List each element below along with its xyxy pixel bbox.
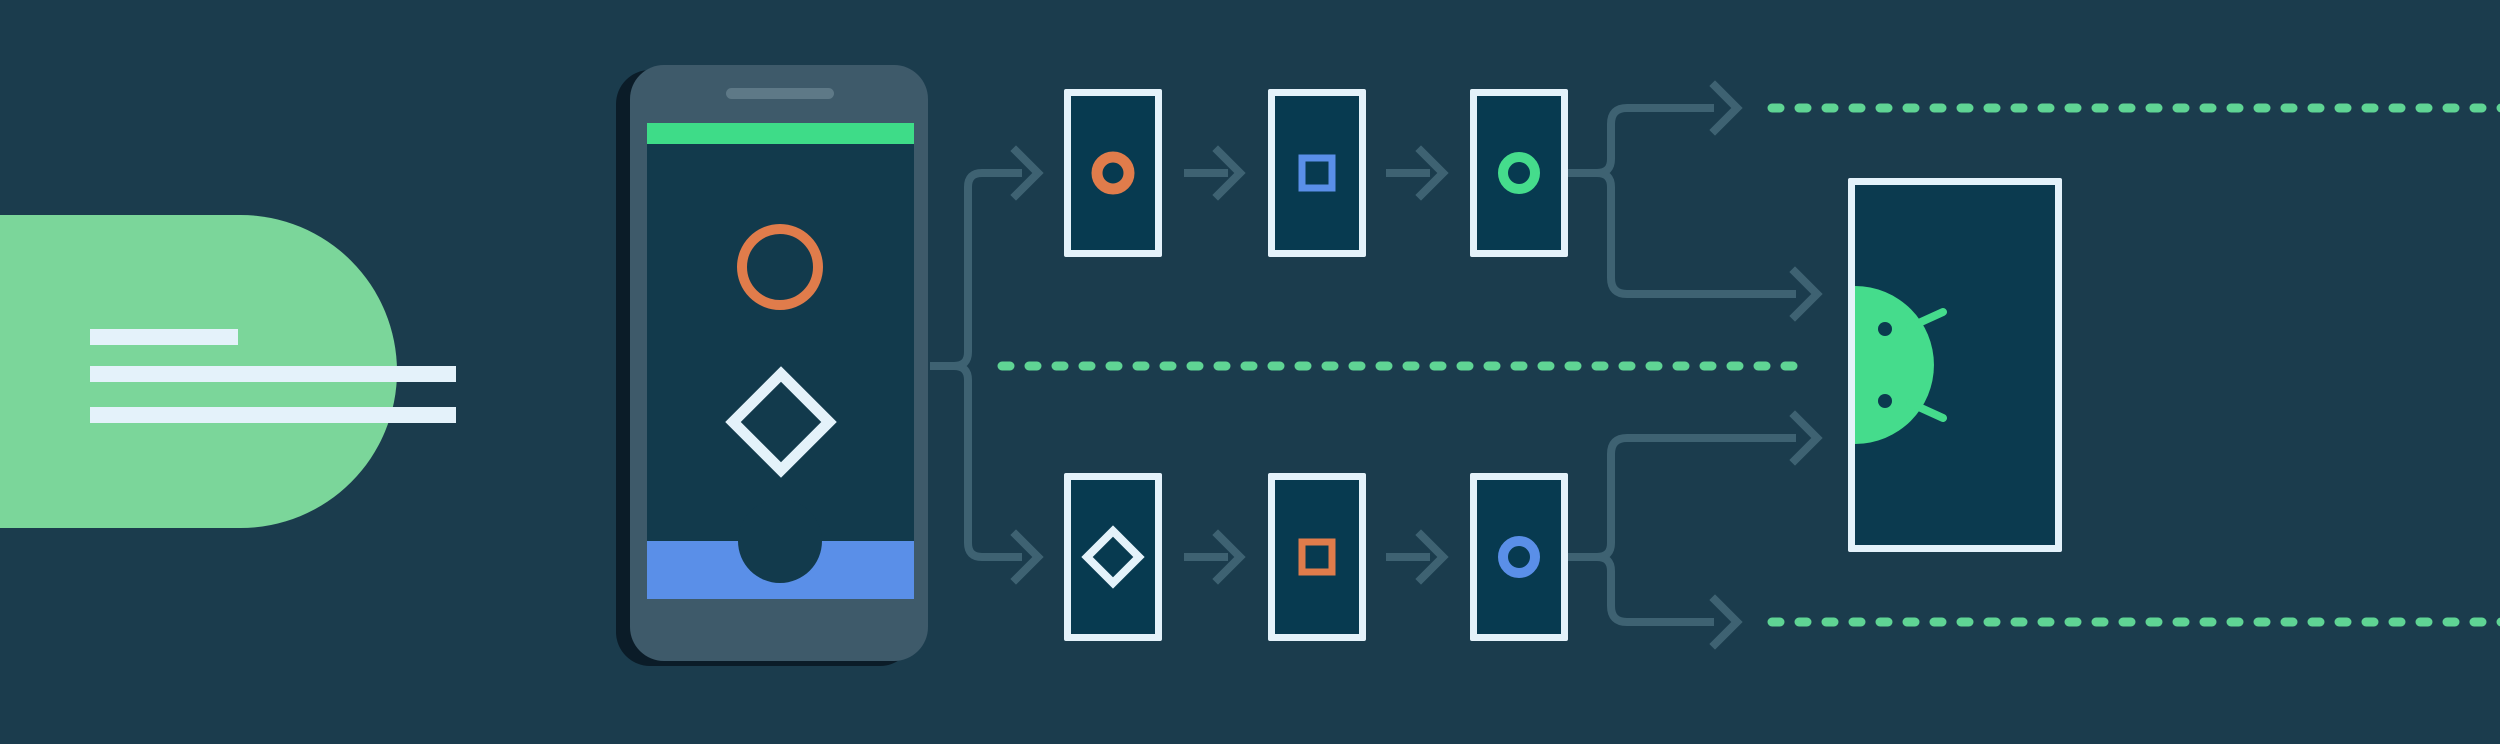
arrow-icon xyxy=(1709,80,1743,136)
pipeline-cell xyxy=(1470,89,1568,257)
green-circle-outline-icon xyxy=(1498,152,1540,194)
top-fork-lower xyxy=(1596,169,1796,298)
status-bar xyxy=(647,123,914,144)
dashed-green-lines xyxy=(997,103,2500,627)
android-antenna-upper xyxy=(1906,308,1947,331)
pipeline-bottom-row xyxy=(1064,473,1568,641)
cell-screen xyxy=(1477,480,1561,634)
orange-square-outline-icon xyxy=(1298,538,1336,576)
arrow-icon xyxy=(1184,145,1246,201)
notes-capsule-card xyxy=(0,215,456,528)
cell-screen xyxy=(1071,96,1155,250)
phone-branch-lower xyxy=(953,362,1022,561)
smartphone-icon xyxy=(616,65,928,666)
arrow-icon xyxy=(1184,529,1246,585)
connector-lines xyxy=(930,80,1823,650)
text-line-long-2 xyxy=(90,407,456,423)
android-robot-head-icon xyxy=(1855,286,1947,444)
pipeline-cell xyxy=(1470,473,1568,641)
arrow-icon xyxy=(1010,145,1044,201)
blue-square-outline-icon xyxy=(1298,154,1336,192)
phone-speaker xyxy=(726,88,834,99)
pipeline-cell xyxy=(1268,473,1366,641)
pipeline-top-row xyxy=(1064,89,1568,257)
text-line-short xyxy=(90,329,238,345)
cell-screen xyxy=(1477,96,1561,250)
orange-circle-outline-icon xyxy=(1091,151,1135,195)
android-panel xyxy=(1848,178,2062,552)
bottom-fork-lower xyxy=(1596,553,1714,626)
arrow-icon xyxy=(1789,410,1823,466)
android-antenna-lower xyxy=(1906,399,1947,422)
cell-screen xyxy=(1275,480,1359,634)
arrow-icon xyxy=(1709,594,1743,650)
cell-screen xyxy=(1275,96,1359,250)
diamond-outline-icon xyxy=(1081,525,1145,589)
diamond-glyph xyxy=(725,366,837,478)
android-eye-upper xyxy=(1878,322,1892,336)
android-eye-lower xyxy=(1878,394,1892,408)
text-line-long-1 xyxy=(90,366,456,382)
arrow-icon xyxy=(1386,529,1449,585)
pipeline-cell xyxy=(1064,89,1162,257)
arrow-icon xyxy=(1386,145,1449,201)
orange-circle-glyph xyxy=(737,224,823,310)
bottom-bar-notch xyxy=(738,499,822,583)
pipeline-cell xyxy=(1268,89,1366,257)
blue-circle-outline-icon xyxy=(1498,536,1540,578)
arrow-icon xyxy=(1789,266,1823,322)
arrow-icon xyxy=(1010,529,1044,585)
pipeline-cell xyxy=(1064,473,1162,641)
